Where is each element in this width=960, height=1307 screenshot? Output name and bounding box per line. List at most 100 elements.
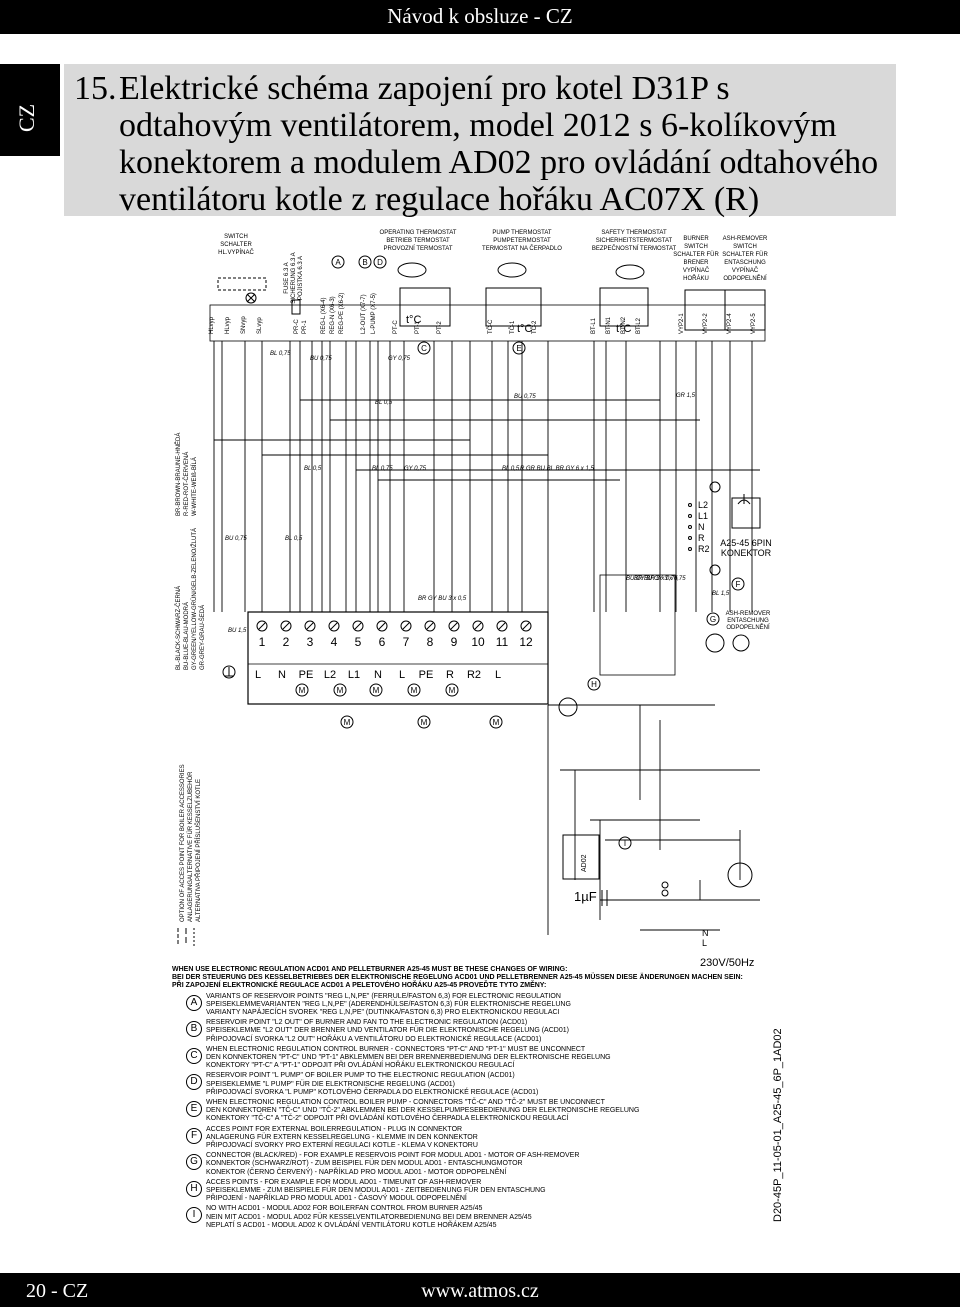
wire-tag: BL 0,75 bbox=[270, 351, 291, 357]
note-line: PŘIPOJOVACÍ SVORKY PRO EXTERNÍ REGULACI … bbox=[206, 1142, 478, 1150]
terminal-screw bbox=[400, 620, 412, 632]
component-label: VYPÍNAČ bbox=[683, 267, 710, 274]
note-marker: I bbox=[186, 1207, 202, 1224]
note-line: SPEISEKLEMME "L PUMP" FÜR DIE ELEKTRONIS… bbox=[206, 1080, 455, 1088]
note-line: DEN KONNEKTOREN "TČ-C" UND "TČ-2" ABKLEM… bbox=[206, 1107, 640, 1115]
terminal-screw bbox=[376, 620, 388, 632]
warning-line-en: WHEN USE ELECTRONIC REGULATION ACD01 AND… bbox=[172, 966, 568, 973]
note-marker: A bbox=[186, 994, 202, 1011]
terminal-label: BT-L1 bbox=[591, 317, 597, 334]
terminal-label: L-PUMP (X7-5) bbox=[371, 293, 377, 334]
terminal-screw bbox=[280, 620, 292, 632]
wire-tag: GY 0,75 bbox=[388, 356, 411, 362]
pin-dot bbox=[688, 503, 692, 507]
connector-pin: R2 bbox=[698, 544, 710, 554]
component-label: SWITCH bbox=[684, 244, 708, 250]
motor-label: M bbox=[449, 686, 456, 695]
terminal-label: SLvyp bbox=[257, 317, 263, 334]
terminal-label: REG-L (X6-4) bbox=[321, 298, 327, 334]
note-line: KONEKTORY "TČ-C" A "TČ-2" ODPOJIT PŘI OV… bbox=[206, 1115, 569, 1123]
marker-letter: A bbox=[335, 258, 341, 267]
wire-tag: BL 0,5 bbox=[285, 536, 303, 542]
terminal-screw bbox=[448, 620, 460, 632]
component-label: BURNER bbox=[683, 236, 709, 242]
manual-title: Návod k obsluze - CZ bbox=[387, 4, 573, 28]
motor-icon bbox=[445, 683, 459, 697]
wire-tag: BU 0,75 bbox=[514, 394, 536, 400]
terminal-label: TČ-2 bbox=[531, 320, 538, 334]
fuse-label: FUSE 6.3 A bbox=[284, 262, 290, 293]
note-line: KONNEKTOR (SCHWARZ/ROT) - ZUM BEISPIEL F… bbox=[206, 1160, 523, 1168]
option-legend-line: ANLAGERUNGALTERNATIVE FÜR KESSELZUBEHÖR bbox=[187, 771, 194, 922]
terminal-slot bbox=[354, 622, 362, 630]
component-label: VYPÍNAČ bbox=[732, 267, 759, 274]
note-marker: E bbox=[186, 1101, 202, 1118]
terminal-slot bbox=[522, 622, 530, 630]
terminal-screw bbox=[328, 620, 340, 632]
terminal-slot bbox=[306, 622, 314, 630]
terminal-label: REG-PE (X6-2) bbox=[339, 293, 345, 334]
terminal-designation: L bbox=[255, 669, 261, 681]
component-label: HOŘÁKU bbox=[683, 274, 709, 282]
motor-label: M bbox=[337, 686, 344, 695]
wire-tag: GR 1,5 bbox=[676, 393, 696, 399]
motor-label: M bbox=[373, 686, 380, 695]
color-legend-line: R-RED-ROT-ČERVENÁ bbox=[183, 452, 190, 516]
terminal-designation: PE bbox=[299, 669, 314, 681]
marker-letter: I bbox=[624, 839, 626, 848]
component-label: PROVOZNÍ TERMOSTAT bbox=[383, 245, 452, 252]
note-marker: H bbox=[186, 1180, 202, 1197]
connector-pin: R bbox=[698, 533, 705, 543]
component-label: PUMPETERMOSTAT bbox=[493, 238, 551, 244]
component-label: SWITCH bbox=[733, 244, 757, 250]
component-label: ODPOPELNĚNÍ bbox=[723, 274, 767, 282]
terminal-label: HLvyp bbox=[209, 316, 215, 334]
motor-label: M bbox=[344, 718, 351, 727]
terminal-designation: L1 bbox=[348, 669, 360, 681]
terminal-screw bbox=[352, 620, 364, 632]
pin-dot bbox=[688, 514, 692, 518]
capacitor-label: 1µF bbox=[574, 889, 597, 904]
terminal-slot bbox=[426, 622, 434, 630]
note-line: DEN KONNEKTOREN "PT-C" UND "PT-1" ABKLEM… bbox=[206, 1054, 611, 1062]
language-tab-label: CZ bbox=[14, 103, 39, 132]
terminal-label: TČ-1 bbox=[509, 320, 516, 334]
terminal-screw bbox=[496, 620, 508, 632]
terminal-label: SNvyp bbox=[241, 316, 247, 334]
marker-letter: B bbox=[362, 258, 367, 267]
terminal-designation: R bbox=[446, 669, 454, 681]
terminal-screw bbox=[256, 620, 268, 632]
component-label: SWITCH bbox=[224, 234, 248, 240]
option-legend-line: ALTERNATIVA PŘIPOJENÍ PŘÍSLUŠENSTVÍ KOTL… bbox=[194, 779, 202, 922]
note-line: ACCES POINTS - FOR EXAMPLE FOR MODUL AD0… bbox=[206, 1178, 482, 1186]
motor-icon bbox=[333, 683, 347, 697]
terminal-designation: R2 bbox=[467, 669, 481, 681]
warning-line-cz: PŘI ZAPOJENÍ ELEKTRONICKÉ REGULACE ACD01… bbox=[172, 982, 547, 990]
pin-dot bbox=[688, 536, 692, 540]
connector-label: A25-45 6PIN bbox=[720, 538, 772, 548]
wire-tag: BL 0,75 bbox=[372, 466, 393, 472]
connector-label: KONEKTOR bbox=[721, 548, 772, 558]
terminal-label: BT-N1 bbox=[606, 316, 612, 334]
fuse-label: POJISTKA 6.3 A bbox=[298, 256, 304, 300]
component-label: TERMOSTAT NA ČERPADLO bbox=[482, 245, 562, 252]
terminal-number: 4 bbox=[331, 635, 338, 649]
terminal-label: VYP2-2 bbox=[703, 313, 709, 334]
component-label: BRENER bbox=[683, 260, 709, 266]
terminal-label: PT-1 bbox=[415, 321, 421, 334]
marker-circle bbox=[731, 577, 745, 591]
document-id: D20-45P_11-05-01_A25-45_6P_1AD02 bbox=[772, 1028, 784, 1222]
thermostat-symbol: t°C bbox=[406, 314, 421, 326]
terminal-designation: N bbox=[374, 669, 382, 681]
component-label: SCHALTER FÜR bbox=[673, 251, 719, 258]
marker-circle bbox=[358, 255, 372, 269]
supply-pin: L bbox=[702, 938, 707, 948]
terminal-label: PT-2 bbox=[437, 321, 443, 334]
marker-letter: H bbox=[591, 680, 597, 689]
pin-dot bbox=[688, 525, 692, 529]
